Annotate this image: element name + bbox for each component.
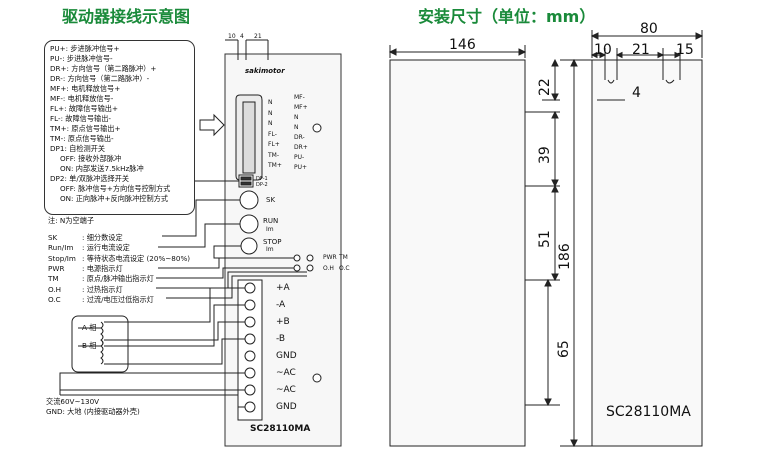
note-line: FL+: 故障信号输出+	[50, 104, 119, 113]
legend-text: : 运行电流设定	[82, 243, 130, 253]
legend-key: O.H	[48, 284, 62, 294]
run-label: RUN	[263, 217, 279, 225]
db-pin-label: PU-	[294, 154, 305, 161]
dim-51: 51	[537, 230, 553, 248]
power-label-2: GND: 大地 (内接驱动器外壳)	[46, 407, 140, 416]
legend-text: : 原点/脉冲输出指示灯	[82, 274, 154, 284]
db-pin-label: TM+	[268, 162, 282, 169]
legend-key: Run/Im	[48, 243, 74, 253]
terminal-label: GND	[276, 351, 297, 361]
note-line: DP2: 单/双脉冲选择开关	[50, 174, 130, 183]
legend-key: PWR	[48, 263, 65, 273]
db-pin-label: N	[268, 109, 273, 117]
note-line: ON: 内部发送7.5kHz脉冲	[60, 164, 144, 173]
db-pin-label: N	[294, 114, 299, 121]
db-pin-label: DR+	[294, 144, 308, 151]
dim-15: 15	[676, 42, 694, 58]
dip-label-1: DP-1	[256, 176, 268, 182]
db-pin-label: DR-	[294, 134, 305, 141]
dimensions-title: 安装尺寸（单位：mm）	[418, 7, 596, 26]
legend-text: : 过热指示灯	[82, 284, 123, 294]
db-pin-label: N	[294, 124, 299, 131]
dim-4: 4	[632, 85, 641, 101]
note-line: TM-: 原点信号输出-	[50, 134, 114, 143]
led-tm-label: TM	[339, 254, 348, 261]
dip-label-2: DP-2	[256, 182, 268, 188]
legend-text: : 过流/电压过低指示灯	[82, 294, 154, 304]
run-sub-label: Im	[266, 226, 274, 233]
note-line: MF+: 电机释放信号+	[50, 84, 121, 93]
db-pin-label: FL-	[268, 130, 277, 138]
dim-80: 80	[640, 21, 658, 37]
top-dim-4: 4	[240, 33, 244, 40]
legend-key: SK	[48, 233, 58, 242]
sk-label: SK	[266, 196, 276, 204]
phase-b-label: B 相	[82, 341, 97, 350]
brand-logo: sakimotor	[245, 67, 285, 75]
note-line: DP1: 自检测开关	[50, 144, 106, 153]
legend-key: Stop/Im	[48, 253, 76, 263]
legend-key: TM	[48, 274, 59, 284]
note-line: ON: 正向脉冲+反向脉冲控制方式	[60, 194, 169, 203]
phase-a-label: A 相	[82, 323, 97, 332]
db-pin-label: MF+	[294, 104, 308, 111]
note-line: OFF: 脉冲信号+方向信号控制方式	[60, 184, 171, 193]
top-dim-10: 10	[228, 33, 236, 40]
dim-146: 146	[449, 37, 476, 53]
front-model-label: SC28110MA	[250, 424, 311, 434]
db-pin-label: N	[268, 120, 273, 127]
terminal-label: -B	[276, 334, 286, 344]
note-line: DR+: 方向信号（第二路脉冲）+	[50, 64, 157, 73]
terminal-label: +A	[276, 283, 290, 293]
terminal-label: ~AC	[276, 368, 296, 378]
stop-label: STOP	[263, 238, 282, 246]
legend-text: : 等待状态电流设定 (20%~80%)	[82, 253, 191, 263]
led-pwr-label: PWR	[323, 254, 337, 261]
legend-text: : 细分数设定	[82, 233, 123, 242]
note-line: PU+: 步进脉冲信号+	[50, 44, 120, 53]
db-pin-label: FL+	[268, 141, 280, 148]
db-pin-label: N	[268, 99, 273, 106]
note-line: PU-: 步进脉冲信号-	[50, 54, 113, 63]
note-line: OFF: 接收外部脉冲	[60, 154, 122, 163]
db-pin-label: TM-	[268, 151, 280, 159]
terminal-label: ~AC	[276, 385, 296, 395]
led-oc-label: O.C	[339, 265, 350, 272]
note-line: DR-: 方向信号（第二路脉冲）-	[50, 74, 150, 83]
note-line: FL-: 故障信号输出-	[50, 114, 112, 123]
db-pin-label: PU+	[294, 164, 308, 171]
dim-10: 10	[594, 42, 612, 58]
power-label-1: 交流60V~130V	[46, 397, 100, 406]
side-model-label: SC28110MA	[606, 404, 691, 420]
dim-22: 22	[537, 78, 553, 96]
terminal-label: +B	[276, 317, 290, 327]
note-line: MF-: 电机释放信号-	[50, 94, 114, 103]
dim-39: 39	[537, 146, 553, 164]
dim-186: 186	[557, 243, 573, 270]
legend-note: 注: N为空端子	[48, 216, 95, 225]
led-oh-label: O.H	[323, 265, 334, 272]
terminal-label: -A	[276, 300, 286, 310]
legend-text: : 电源指示灯	[82, 263, 123, 273]
dim-65: 65	[556, 340, 572, 358]
legend-key: O.C	[48, 294, 61, 304]
wiring-diagram-title: 驱动器接线示意图	[62, 7, 191, 26]
db-pin-label: MF-	[294, 94, 305, 101]
stop-sub-label: Im	[266, 246, 274, 253]
terminal-label: GND	[276, 402, 297, 412]
dim-21: 21	[632, 42, 650, 58]
note-line: TM+: 原点信号输出+	[50, 124, 121, 133]
top-dim-21: 21	[254, 33, 262, 40]
signal-notes-box	[44, 40, 195, 215]
